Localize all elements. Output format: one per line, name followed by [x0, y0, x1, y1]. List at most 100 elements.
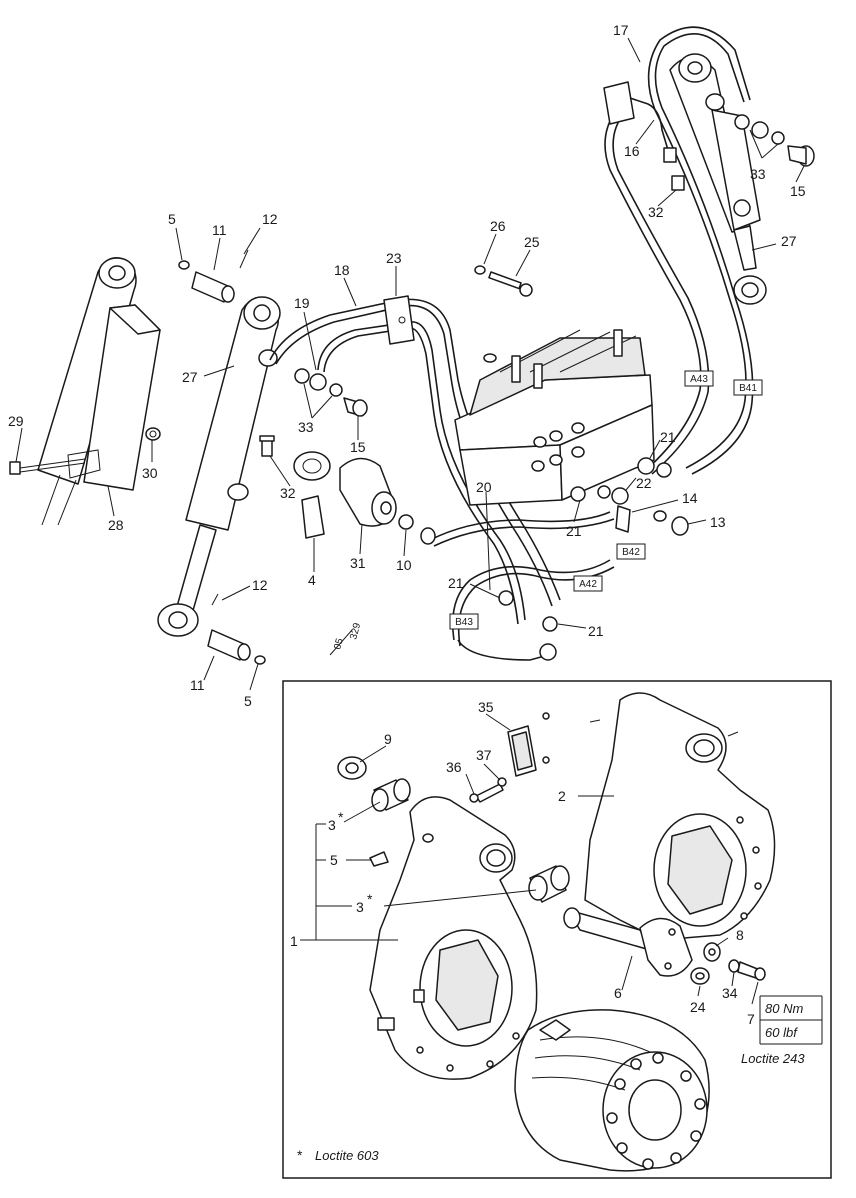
callout-28: 28: [108, 517, 124, 533]
sensor-35: [469, 712, 550, 803]
callout-21: 21: [660, 429, 676, 445]
callout-32: 32: [280, 485, 296, 501]
valve-ports: [531, 422, 585, 472]
callout-11: 11: [212, 222, 227, 238]
callout-5: 5: [244, 693, 252, 709]
callout-1: 1: [290, 933, 298, 949]
grease-nipple-5-top: [178, 260, 190, 270]
clip-12-bottom: [211, 593, 219, 606]
fitting-32-left: [259, 435, 275, 457]
svg-text:329: 329: [348, 621, 363, 640]
callout-17: 17: [613, 22, 629, 38]
callout-3: 3: [356, 899, 364, 915]
control-valve-block: [454, 329, 655, 506]
callout-6: 6: [614, 985, 622, 1001]
callout-36: 36: [446, 759, 462, 775]
callout-27: 27: [781, 233, 797, 249]
nut-24: [690, 967, 710, 985]
fitting-block-17: [603, 81, 635, 125]
svg-text:A42: A42: [579, 579, 597, 590]
swing-arm-1: [369, 796, 538, 1080]
nut-30: [145, 427, 161, 441]
callouts-upper: 17 16 33 15 32 27 5 11 12 26 25 23 18 19…: [8, 22, 806, 709]
callout-35: 35: [478, 699, 494, 715]
callout-21: 21: [588, 623, 604, 639]
callout-19: 19: [294, 295, 310, 311]
callout-10: 10: [396, 557, 412, 573]
washer-8: [703, 942, 721, 962]
grease-nipple-5-inset: [369, 851, 389, 867]
right-side-fittings: [420, 457, 689, 661]
callout-4: 4: [308, 572, 316, 588]
svg-text:B43: B43: [455, 617, 473, 628]
bush-3-top: [371, 778, 411, 812]
callout-9: 9: [384, 731, 392, 747]
inset-frame: [282, 680, 832, 1179]
hose-bundle: [269, 26, 754, 661]
svg-text:B41: B41: [739, 383, 757, 394]
bolt-25-washer-26: [474, 265, 533, 297]
hose-tag-b43: B43: [449, 613, 479, 630]
callout-33: 33: [298, 419, 314, 435]
svg-text:Loctite 603: Loctite 603: [315, 1148, 379, 1163]
bolt-7: [737, 961, 766, 981]
callout-20: 20: [476, 479, 492, 495]
callout-21: 21: [566, 523, 582, 539]
bolt-29: [9, 458, 86, 475]
pin-6: [563, 907, 693, 977]
callout-30: 30: [142, 465, 158, 481]
cylinder-right-upper: [669, 53, 767, 305]
callout-25: 25: [524, 234, 540, 250]
callout-31: 31: [350, 555, 366, 571]
callout-21: 21: [448, 575, 464, 591]
callout-33: 33: [750, 166, 766, 182]
callout-14: 14: [682, 490, 698, 506]
hose-16: [629, 97, 677, 163]
loctite-603-note: * Loctite 603: [297, 1147, 379, 1163]
loctite-243-note: Loctite 243: [741, 1051, 805, 1066]
callout-32: 32: [648, 204, 664, 220]
callouts-inset: 35 9 37 36 2 3 * 5 3 * 1 8 6 24 34 7: [290, 699, 755, 1027]
callout-star-3-top: *: [338, 809, 344, 825]
callout-12: 12: [262, 211, 278, 227]
callout-5: 5: [330, 852, 338, 868]
callout-18: 18: [334, 262, 350, 278]
callout-29: 29: [8, 413, 24, 429]
callout-3: 3: [328, 817, 336, 833]
washer-34: [728, 959, 740, 973]
callout-star-3-middle: *: [367, 891, 373, 907]
bracket-28: [67, 304, 161, 491]
svg-text:A43: A43: [690, 374, 708, 385]
callout-2: 2: [558, 788, 566, 804]
hose-tag-a43: A43: [684, 370, 714, 387]
callout-26: 26: [490, 218, 506, 234]
grease-nipple-5-bottom: [254, 655, 266, 665]
callout-34: 34: [722, 985, 738, 1001]
callout-27: 27: [182, 369, 198, 385]
callout-12: 12: [252, 577, 268, 593]
callout-15: 15: [790, 183, 806, 199]
svg-text:B42: B42: [622, 547, 640, 558]
cylinder-left-near: [157, 296, 281, 637]
washer-9: [337, 756, 367, 780]
callout-15: 15: [350, 439, 366, 455]
swing-arm-2: [584, 692, 776, 941]
clamp-23: [383, 295, 415, 345]
fittings-33-15-right: [734, 114, 815, 167]
callout-24: 24: [690, 999, 706, 1015]
accumulator-31: [293, 451, 414, 539]
hose-tag-b41: B41: [733, 379, 763, 396]
figure-reference: 05 329: [329, 621, 363, 656]
callout-13: 13: [710, 514, 726, 530]
torque-lbf: 60 lbf: [765, 1025, 798, 1040]
hub-bolts: [606, 1052, 706, 1170]
torque-nm: 80 Nm: [765, 1001, 803, 1016]
wheel-hub: [514, 1009, 710, 1172]
fittings-33-15-left: [294, 368, 368, 417]
callout-37: 37: [476, 747, 492, 763]
callout-7: 7: [747, 1011, 755, 1027]
callout-23: 23: [386, 250, 402, 266]
pin-11-bottom: [207, 629, 251, 661]
callout-16: 16: [624, 143, 640, 159]
svg-text:*: *: [297, 1147, 303, 1163]
